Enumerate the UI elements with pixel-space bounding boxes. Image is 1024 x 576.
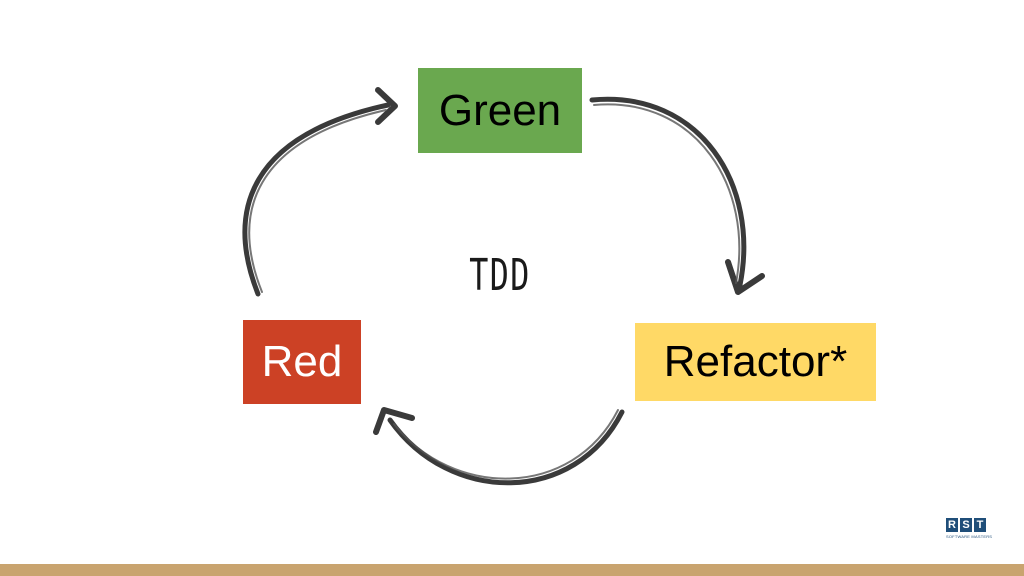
arrowhead-refactor-to-red bbox=[373, 407, 415, 435]
arrow-refactor-to-red bbox=[387, 409, 625, 486]
node-red: Red bbox=[243, 320, 361, 404]
arrow-green-to-refactor bbox=[589, 96, 747, 288]
arrow-red-to-green bbox=[242, 102, 391, 297]
logo-letter-s: S bbox=[960, 518, 972, 532]
logo-letter-r: R bbox=[946, 518, 958, 532]
arrowhead-red-to-green bbox=[375, 87, 398, 125]
node-green-label: Green bbox=[438, 85, 562, 135]
arrowhead-green-to-refactor bbox=[725, 259, 765, 295]
logo-subtitle: SOFTWARE MASTERS bbox=[946, 534, 993, 539]
node-refactor: Refactor* bbox=[635, 323, 876, 401]
diagram-title: TDD bbox=[469, 250, 531, 301]
rst-logo: R S T SOFTWARE MASTERS bbox=[946, 518, 993, 554]
node-green: Green bbox=[418, 68, 582, 153]
logo-letter-t: T bbox=[974, 518, 986, 532]
node-red-label: Red bbox=[261, 337, 343, 386]
node-refactor-label: Refactor* bbox=[663, 337, 848, 386]
bottom-bar bbox=[0, 564, 1024, 576]
